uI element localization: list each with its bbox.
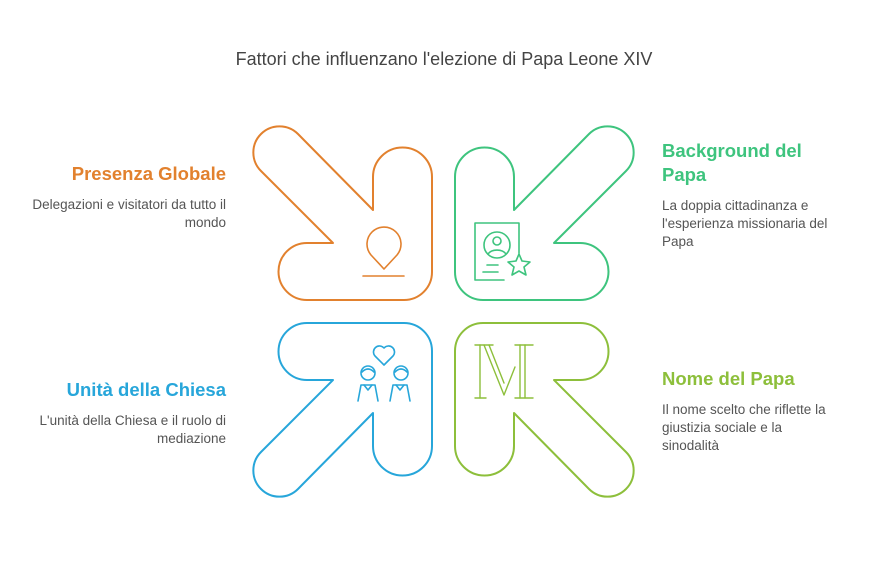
factor-description: La doppia cittadinanza e l'esperienza mi…: [662, 198, 828, 249]
factor-heading: Presenza Globale: [71, 163, 226, 184]
factor-heading: Nome del Papa: [662, 368, 795, 389]
id-card-star-icon: [474, 222, 531, 281]
people-heart-icon: [357, 345, 411, 402]
factor-description: Delegazioni e visitatori da tutto il mon…: [32, 197, 226, 230]
roman-numeral-m-icon: [474, 344, 534, 399]
factor-description: Il nome scelto che riflette la giustizia…: [662, 402, 826, 453]
arrow-background-papa: [454, 125, 635, 301]
factor-presenza-globale: Presenza Globale Delegazioni e visitator…: [26, 162, 226, 232]
factor-heading: Unità della Chiesa: [66, 379, 226, 400]
factor-background-papa: Background del Papa La doppia cittadinan…: [662, 139, 842, 251]
factor-unita-chiesa: Unità della Chiesa L'unità della Chiesa …: [26, 378, 226, 448]
factor-description: L'unità della Chiesa e il ruolo di media…: [39, 413, 226, 446]
arrow-presenza-globale: [252, 125, 433, 301]
factor-heading: Background del Papa: [662, 140, 802, 185]
arrow-nome-papa: [454, 322, 635, 498]
factor-nome-papa: Nome del Papa Il nome scelto che riflett…: [662, 367, 842, 455]
location-pin-icon: [362, 226, 405, 277]
diagram-title: Fattori che influenzano l'elezione di Pa…: [235, 49, 653, 69]
arrow-unita-chiesa: [252, 322, 433, 498]
